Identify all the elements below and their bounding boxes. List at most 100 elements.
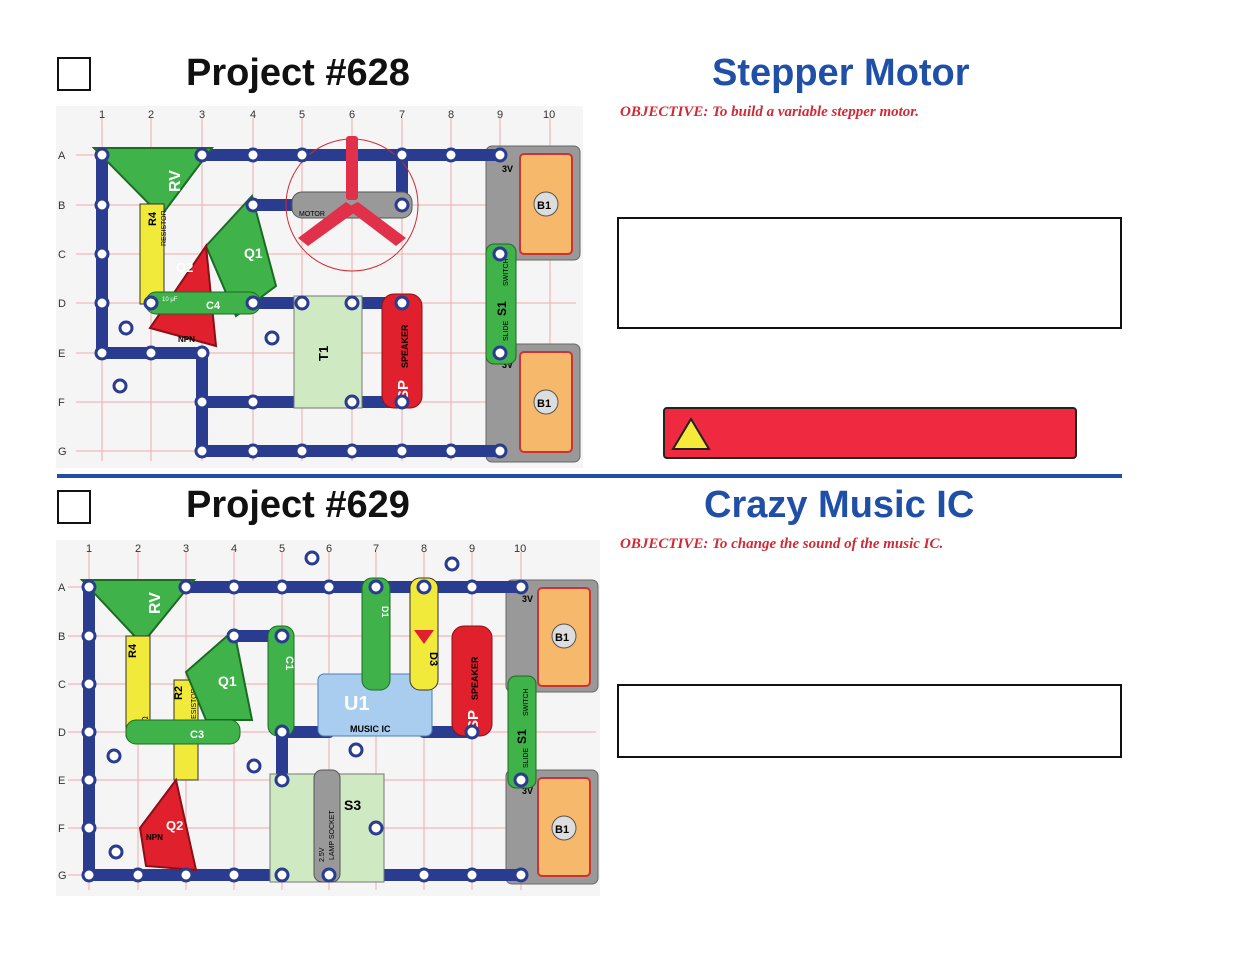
project-629-number: Project #629 bbox=[186, 484, 410, 526]
project-628-warning-bar bbox=[663, 407, 1077, 459]
row-label-f: F bbox=[58, 397, 65, 409]
s1-switch-text: SWITCH bbox=[503, 258, 510, 286]
q1-label: Q1 bbox=[244, 245, 263, 261]
c3-capacitor: C3 bbox=[125, 719, 241, 745]
row-label-d: D bbox=[58, 727, 66, 739]
q2-npn-label: NPN bbox=[178, 335, 195, 344]
s3-label: S3 bbox=[344, 797, 361, 813]
col-label-8: 8 bbox=[421, 543, 427, 555]
battery-holder-top: B1 3V bbox=[505, 579, 599, 693]
battery-top-voltage: 3V bbox=[522, 594, 533, 604]
project-629-objective: OBJECTIVE: To change the sound of the mu… bbox=[620, 536, 944, 552]
project-628-notes-box bbox=[617, 217, 1122, 329]
c4-label: C4 bbox=[206, 300, 221, 312]
q1-label: Q1 bbox=[218, 673, 237, 689]
row-label-c: C bbox=[58, 679, 66, 691]
r4-resistor: R4 RESISTOR bbox=[139, 203, 168, 305]
speaker-component: SP SPEAKER bbox=[381, 293, 423, 409]
col-label-1: 1 bbox=[86, 543, 92, 555]
warning-triangle-icon bbox=[671, 417, 711, 450]
q2-npn-label: NPN bbox=[146, 833, 163, 842]
battery-holder-bottom: B1 3V bbox=[505, 769, 599, 885]
row-label-f: F bbox=[58, 823, 65, 835]
project-629-name: Crazy Music IC bbox=[704, 484, 975, 526]
battery-b1-top-label: B1 bbox=[537, 200, 551, 212]
battery-b1-top-label: B1 bbox=[555, 632, 569, 644]
rv-label: RV bbox=[147, 592, 164, 614]
s1-slide-switch: S1 SWITCH SLIDE bbox=[485, 243, 517, 365]
col-label-1: 1 bbox=[99, 109, 105, 121]
row-label-d: D bbox=[58, 298, 66, 310]
speaker-sp-label: SP bbox=[465, 710, 482, 730]
battery-b1-bottom-label: B1 bbox=[537, 398, 551, 410]
row-label-a: A bbox=[58, 150, 66, 162]
row-label-c: C bbox=[58, 249, 66, 261]
s3-lamp-voltage: 2.5V bbox=[319, 847, 326, 862]
row-label-g: G bbox=[58, 870, 67, 882]
s1-slide-switch: S1 SWITCH SLIDE bbox=[507, 675, 537, 789]
u1-music-ic-text: MUSIC IC bbox=[350, 724, 391, 734]
u1-label: U1 bbox=[344, 693, 370, 715]
t1-label: T1 bbox=[316, 346, 331, 361]
c4-capacitor: C4 10 μF bbox=[145, 291, 261, 315]
q2-transistor: Q2 NPN bbox=[138, 777, 198, 872]
d1-led: D1 bbox=[361, 577, 391, 691]
s3-lamp-socket-text: LAMP SOCKET bbox=[329, 810, 336, 860]
rv-label: RV bbox=[167, 170, 184, 192]
u1-music-ic: U1 MUSIC IC bbox=[317, 673, 433, 737]
row-label-e: E bbox=[58, 348, 65, 360]
speaker-component: SP SPEAKER bbox=[451, 625, 493, 737]
c1-label: C1 bbox=[283, 656, 295, 670]
speaker-sp-label: SP bbox=[395, 380, 412, 400]
c3-label: C3 bbox=[190, 729, 204, 741]
row-label-g: G bbox=[58, 446, 67, 458]
s1-slide-text: SLIDE bbox=[523, 747, 530, 768]
battery-b1-bottom-label: B1 bbox=[555, 824, 569, 836]
project-629-notes-box bbox=[617, 684, 1122, 758]
col-label-10: 10 bbox=[514, 543, 526, 555]
r2-label: R2 bbox=[173, 686, 185, 700]
col-label-7: 7 bbox=[399, 109, 405, 121]
col-label-4: 4 bbox=[250, 109, 256, 121]
r4-label: R4 bbox=[127, 643, 139, 658]
battery-holder-bottom: B1 3V bbox=[485, 343, 581, 463]
col-label-9: 9 bbox=[469, 543, 475, 555]
project-628-objective: OBJECTIVE: To build a variable stepper m… bbox=[620, 104, 920, 120]
battery-bottom-voltage: 3V bbox=[522, 786, 533, 796]
section-divider bbox=[57, 474, 1122, 478]
battery-top-voltage: 3V bbox=[502, 164, 513, 174]
battery-holder-top: B1 3V bbox=[485, 145, 581, 261]
battery-bottom-voltage: 3V bbox=[502, 360, 513, 370]
col-label-9: 9 bbox=[497, 109, 503, 121]
project-628-checkbox[interactable] bbox=[57, 57, 91, 91]
motor-label: MOTOR bbox=[299, 211, 325, 218]
col-label-5: 5 bbox=[279, 543, 285, 555]
project-629-checkbox[interactable] bbox=[57, 490, 91, 524]
motor-component: MOTOR bbox=[285, 136, 419, 272]
r4-resistor: R4 1KΩ bbox=[125, 635, 151, 737]
q1-transistor: Q1 bbox=[184, 628, 254, 721]
col-label-3: 3 bbox=[183, 543, 189, 555]
project-628-circuit: 1 2 3 4 5 6 7 8 9 10 A B C D E F G B1 3V… bbox=[56, 106, 583, 468]
s1-switch-text: SWITCH bbox=[523, 688, 530, 716]
rv-potentiometer: RV bbox=[91, 147, 214, 218]
rv-potentiometer: RV bbox=[79, 579, 197, 646]
t1-transformer: T1 bbox=[293, 295, 363, 409]
col-label-6: 6 bbox=[349, 109, 355, 121]
c4-value: 10 μF bbox=[162, 297, 178, 303]
col-label-7: 7 bbox=[373, 543, 379, 555]
project-628-number: Project #628 bbox=[186, 52, 410, 94]
col-label-3: 3 bbox=[199, 109, 205, 121]
project-628-name: Stepper Motor bbox=[712, 52, 970, 94]
s1-label: S1 bbox=[515, 729, 529, 744]
r2-resistor-text: RESISTOR bbox=[191, 688, 198, 724]
row-label-a: A bbox=[58, 582, 66, 594]
row-label-b: B bbox=[58, 631, 65, 643]
r4-label: R4 bbox=[147, 211, 159, 226]
d3-diode: D3 bbox=[409, 577, 439, 691]
col-label-6: 6 bbox=[326, 543, 332, 555]
d3-label: D3 bbox=[427, 652, 439, 666]
col-label-4: 4 bbox=[231, 543, 237, 555]
row-label-e: E bbox=[58, 775, 65, 787]
d1-label: D1 bbox=[380, 606, 390, 618]
